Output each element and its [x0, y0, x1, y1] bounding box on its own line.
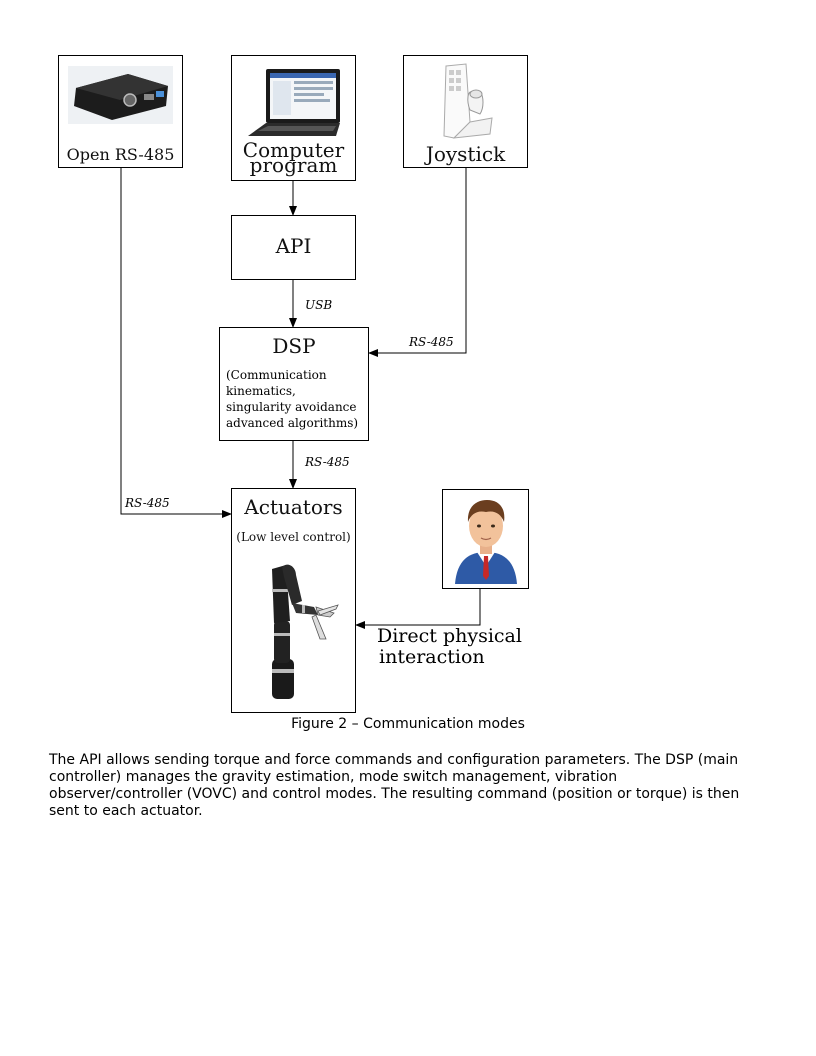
dsp-desc-line: singularity avoidance [226, 400, 357, 414]
node-actuators-label: Actuators [244, 495, 343, 519]
edge-joystick-dsp [368, 168, 467, 357]
node-joystick: Joystick [403, 55, 528, 168]
edge-label-open-actuators: RS-485 [125, 496, 170, 510]
edge-label-dsp-actuators: RS-485 [305, 455, 350, 469]
direct-interaction-label: Direct physical interaction [377, 626, 522, 668]
direct-interaction-line2: interaction [379, 646, 485, 668]
figure-caption: Figure 2 – Communication modes [291, 716, 525, 732]
node-dsp-label: DSP [272, 334, 316, 358]
direct-interaction-line1: Direct physical [377, 625, 522, 647]
node-open-rs485: Open RS-485 [58, 55, 183, 168]
edge-human-actuators [355, 589, 481, 629]
edge-open-actuators [120, 168, 232, 518]
node-open-rs485-label: Open RS-485 [66, 145, 175, 164]
dsp-desc-line: (Communication [226, 368, 327, 382]
rs485-device-icon [68, 66, 173, 124]
dsp-desc-line: kinematics, [226, 384, 296, 398]
node-api: API [231, 215, 356, 280]
body-paragraph: The API allows sending torque and force … [49, 752, 740, 819]
dsp-desc-line: advanced algorithms) [226, 416, 359, 430]
node-joystick-label: Joystick [425, 142, 506, 166]
node-api-label: API [275, 234, 312, 258]
node-actuators-sublabel: (Low level control) [236, 530, 351, 544]
node-computer-program: Computer program [231, 55, 356, 181]
robot-arm-icon [272, 564, 339, 699]
edge-label-joystick-dsp: RS-485 [409, 335, 454, 349]
node-dsp-description: (Communication kinematics, singularity a… [226, 367, 358, 431]
node-human [442, 489, 529, 589]
laptop-icon [248, 69, 340, 136]
node-dsp: DSP (Communication kinematics, singulari… [219, 327, 369, 441]
person-icon [455, 500, 517, 584]
node-actuators: Actuators (Low level control) [231, 488, 356, 713]
node-computer-label-2: program [249, 153, 338, 177]
node-computer-label-1: Computer [242, 138, 345, 162]
edge-label-usb: USB [305, 298, 333, 312]
joystick-icon [443, 63, 493, 139]
